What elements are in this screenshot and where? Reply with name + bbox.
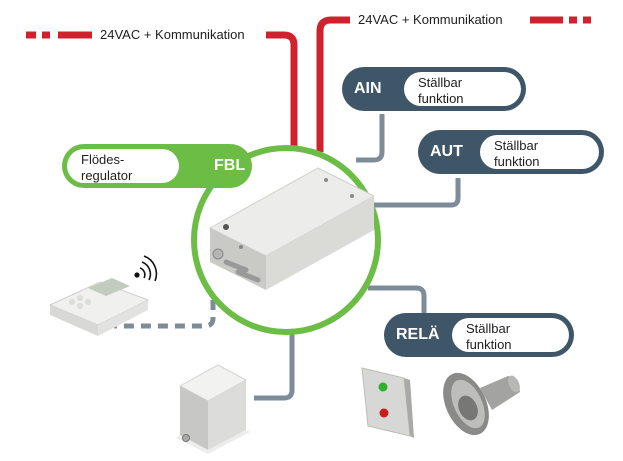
aut-pill[interactable]: AUT Ställbar funktion [418,130,604,174]
ain-description-line2: funktion [418,91,464,106]
wire-path [316,16,350,152]
aut-code: AUT [430,143,463,160]
indicator-panel-image[interactable] [361,367,414,438]
fbl-description-line1: Flödes- [81,152,125,167]
ain-pill[interactable]: AIN Ställbar funktion [342,67,526,111]
horn-speaker-image[interactable] [434,366,522,443]
fbl-description: Flödes- regulator [67,149,179,183]
wire-label-right: 24VAC + Kommunikation [354,12,507,28]
ain-description-line1: Ställbar [418,75,463,90]
ain-code: AIN [354,80,382,97]
fbl-pill[interactable]: Flödes- regulator FBL [62,144,252,188]
connector-actuator [254,330,295,401]
rela-pill[interactable]: RELÄ Ställbar funktion [384,313,574,357]
room-controller-image[interactable] [48,278,150,336]
green-light-icon [378,382,388,392]
fbl-description-line2: regulator [81,168,133,183]
aut-description-line1: Ställbar [494,138,539,153]
ain-description: Ställbar funktion [404,72,521,106]
rela-description: Ställbar funktion [452,318,569,352]
fbl-code: FBL [214,157,246,174]
rela-code: RELÄ [396,326,440,343]
connector-aut [374,178,461,208]
fbl-device-image[interactable] [208,167,376,290]
rela-description-line1: Ställbar [466,321,511,336]
wire-label-left: 24VAC + Kommunikation [96,27,249,43]
aut-description-line2: funktion [494,154,540,169]
wireless-signal-icon [134,255,158,282]
wire-path [266,31,298,152]
aut-description: Ställbar funktion [480,135,599,169]
connector-rela [368,285,427,315]
power-wire-right [316,16,591,152]
actuator-image[interactable] [176,364,250,454]
rela-description-line2: funktion [466,337,512,352]
power-wire-left [26,31,298,152]
connector-controller [114,300,216,329]
connector-ain [356,114,385,163]
red-light-icon [379,408,389,418]
